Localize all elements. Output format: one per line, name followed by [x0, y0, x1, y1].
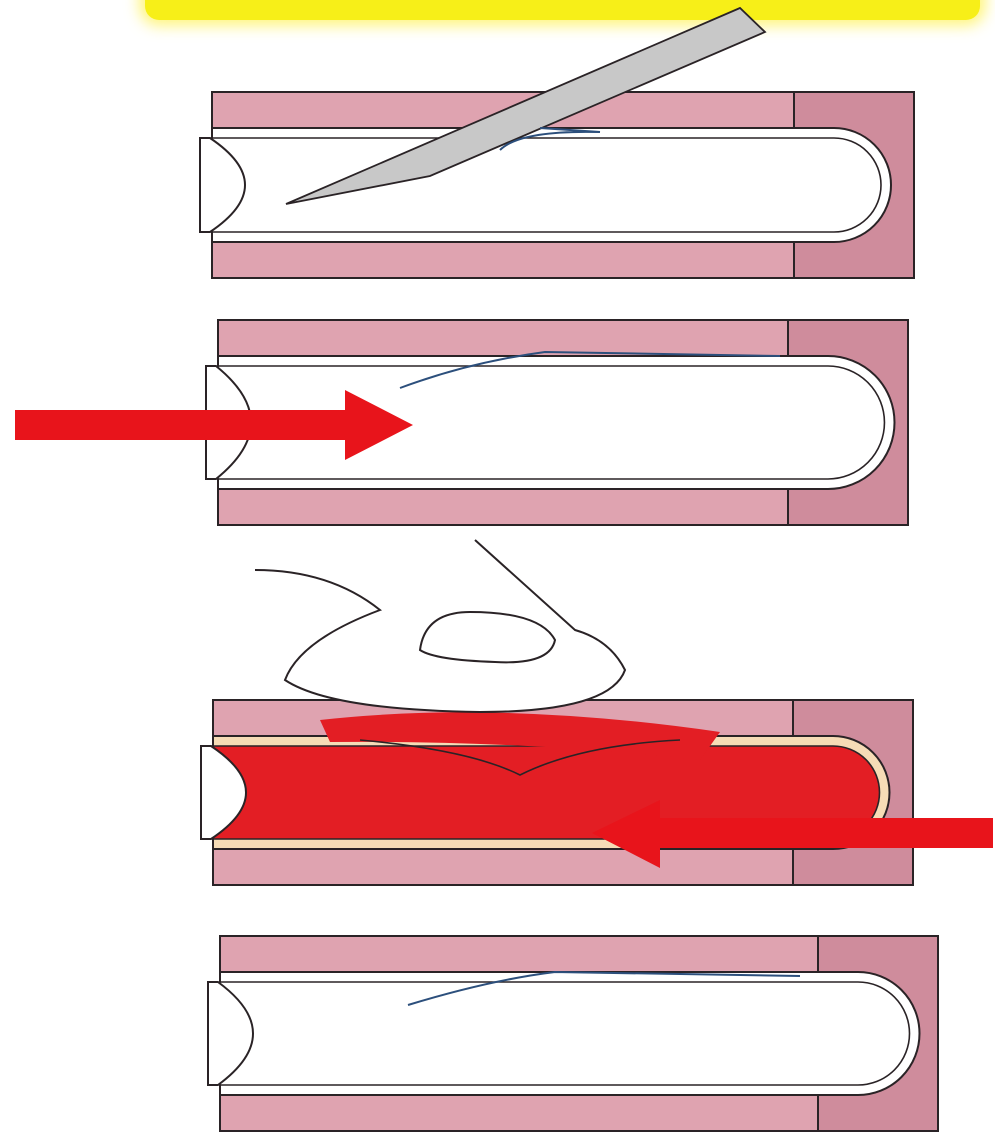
panel-1-needle-entry — [200, 8, 914, 278]
vessel-lumen — [220, 982, 910, 1085]
panel-2-flow-forward — [15, 320, 908, 525]
vessel-lumen — [212, 138, 881, 232]
